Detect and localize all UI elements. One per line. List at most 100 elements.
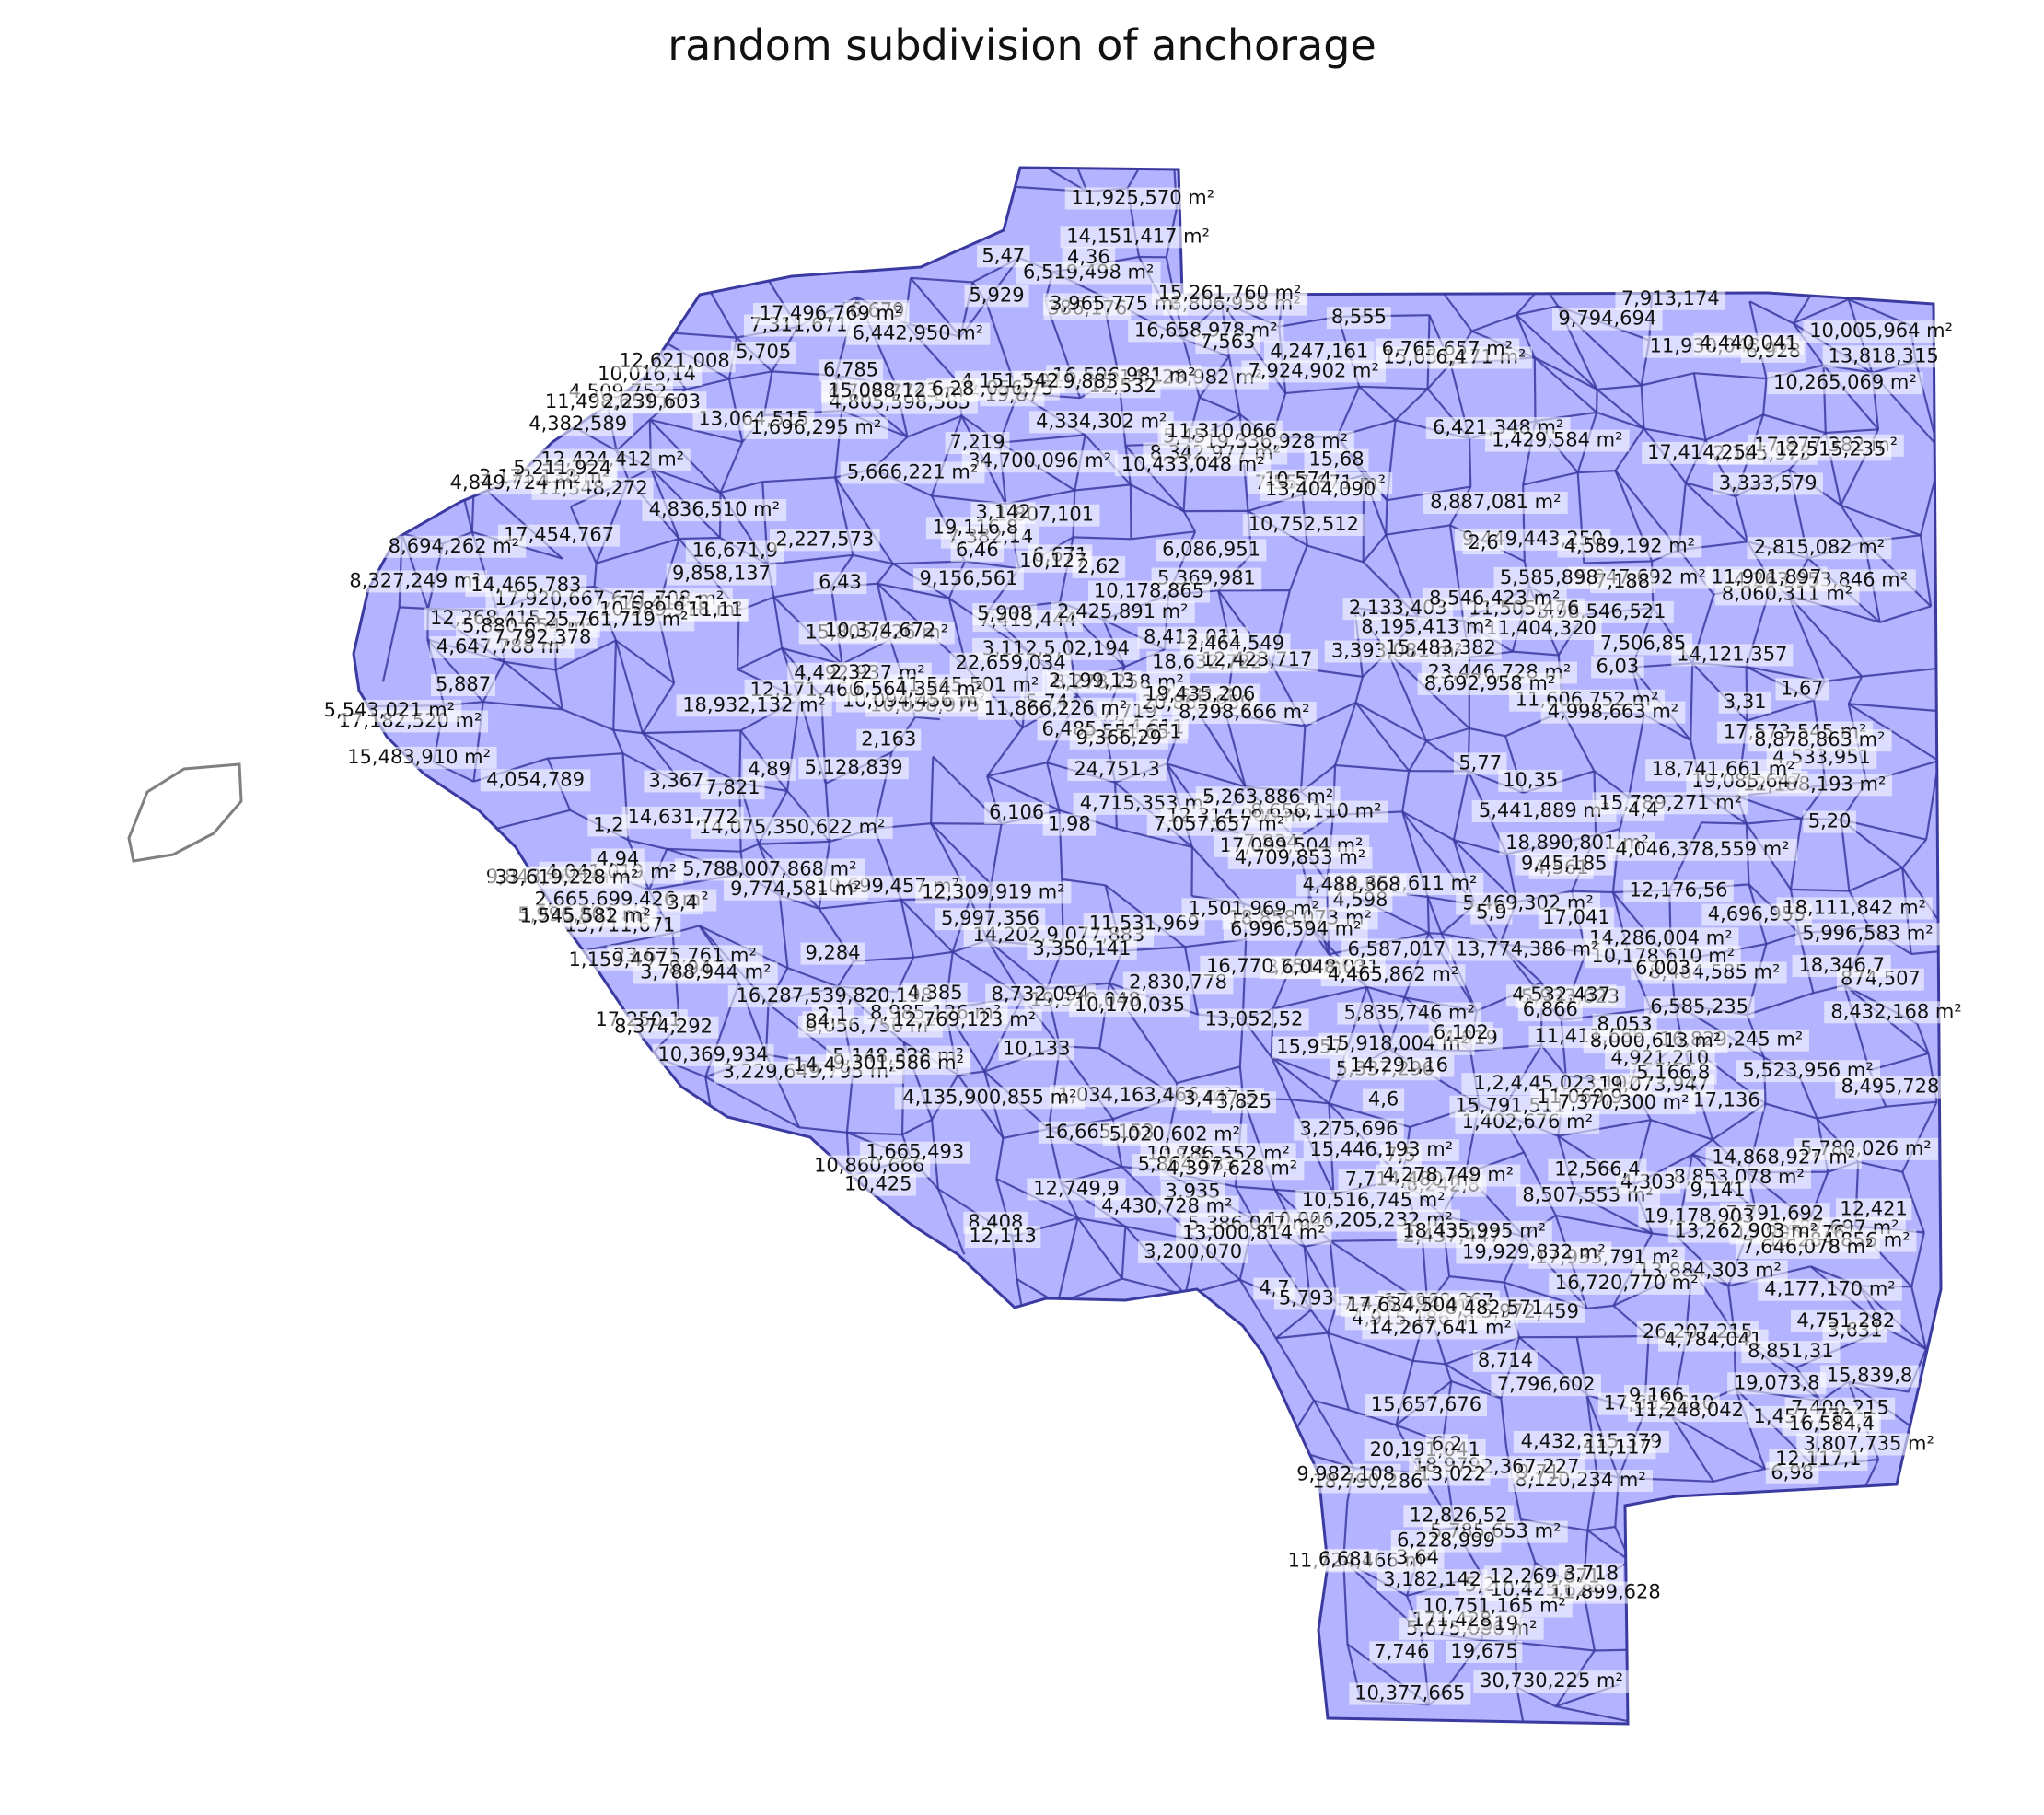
area-label: 8,887,081 m² [1423,491,1568,514]
cell-edge [907,414,962,438]
cell-edge [1426,897,1430,934]
area-label-text: 6,585,235 [1650,995,1748,1018]
area-label-text: 9,982,108 [1296,1463,1395,1485]
area-label: 12,309,919 m² [915,880,1072,904]
area-label-text: 7,913,174 [1621,287,1720,309]
area-label-text: 4,4 [1628,798,1658,820]
area-label-box [964,285,1029,308]
area-label-text: 16,671,9 [692,540,779,562]
area-label: 4,334,302 m² [1028,410,1174,434]
area-label: 5,585,898 [1493,566,1605,589]
area-labels: 17,573,545 m²3,393,081 m²26,207,2155,947… [317,187,1969,1705]
cell-edge [1448,1275,1504,1284]
area-label-text: 4,465,862 m² [1328,963,1458,985]
area-label-text: 13,404,090 [1265,478,1376,500]
area-label-text: 9,794,694 [1558,308,1656,330]
area-label: 10,752,512 [1242,513,1365,537]
area-label: 14,868,927 m² [1705,1146,1862,1169]
area-label: 5,128,839 [798,756,909,780]
area-label: 6,442,950 m² [845,322,991,345]
area-label: 4,6 [1363,1088,1405,1111]
area-label-text: 10,170,035 [1074,994,1185,1016]
area-label: 1,545,582 m² [513,904,658,928]
area-label-box [1727,1372,1827,1395]
area-label-box [1550,1092,1696,1115]
area-label-box [1379,637,1502,660]
area-label-text: 6,03 [1597,656,1640,678]
cell-edge [1762,413,1827,435]
cell-edge [1387,651,1428,742]
area-label: 5,263,886 m² [1195,785,1341,809]
cell-edge [1713,1468,1766,1483]
area-label-text: 6,46 [956,539,999,561]
cell-edge [1334,702,1357,766]
area-label-text: 1,67 [1781,677,1824,699]
area-label: 1,665,493 [860,1141,970,1164]
cell-edge [1512,650,1559,657]
area-label-text: 12,515,235 [1775,437,1886,460]
cell-edge [1310,1309,1329,1334]
cell-edge [1705,413,1764,441]
cell-edge [555,639,617,671]
cell-edge [1879,605,1932,623]
cell-edge [1848,703,1936,712]
area-label: 3,31 [1718,691,1772,714]
cell-edge [1640,385,1645,429]
area-label: 13,774,386 m² [1449,938,1606,961]
area-label: 84 [802,1010,833,1034]
area-label-text: 4,6 [1368,1088,1399,1111]
area-label: 6,106 [984,801,1050,825]
area-label: 1,501,969 m² [1181,897,1327,921]
area-label: 3,4 [661,891,703,915]
area-label: 9,156,561 [913,567,1024,591]
area-label-text: 5,211,924 [513,457,611,479]
area-label: 2,6 [1462,531,1504,555]
cell-edge [1886,1100,1937,1108]
area-label-text: 3,142 [975,501,1030,523]
cell-edge [1313,1399,1350,1412]
area-label: 6,4 [1430,346,1472,369]
area-label-text: 8,555 [1331,306,1387,328]
area-label-text: 5,543,021 m² [324,699,455,721]
area-label: 10,369,934 [652,1043,774,1066]
area-label-text: 4,36 [1067,246,1110,268]
cell-edge [728,370,772,380]
area-label-text: 3,718 [1563,1563,1619,1585]
area-label-text: 12,749,9 [1033,1177,1120,1199]
cell-edge [1307,544,1365,564]
area-label: 6,003 [1631,957,1696,981]
area-label: 12,566,4 [1548,1158,1647,1181]
area-label-text: 7,796,602 [1497,1373,1596,1395]
area-label: 4,397,628 m² [1159,1157,1305,1181]
area-label: 3,718 [1559,1563,1623,1586]
cell-edge [1643,427,1706,441]
cell-edge [1690,663,1694,741]
cell-edge [504,660,556,671]
cell-edge [901,1118,933,1136]
area-label: 19,929,832 m² [1456,1241,1612,1264]
area-label: 10,170,035 [1069,994,1190,1018]
cell-edge [1121,1226,1127,1279]
area-label: 17,496,769 m² [752,302,910,325]
cell-edge [1275,1332,1329,1340]
area-label-text: 3,367 [648,769,703,791]
area-label-text: 1,2 [593,813,623,835]
area-label-text: 15,261,760 m² [1158,282,1302,304]
area-label-text: 13,052,52 [1204,1008,1303,1030]
cell-edge [503,660,563,711]
area-label-text: 2,464,549 [1186,632,1284,654]
area-label: 12,826,52 [1403,1504,1514,1528]
area-label: 8,495,728 [1835,1076,1945,1099]
area-label-text: 22,659,034 [955,652,1065,674]
area-label-text: 30,730,225 m² [1480,1670,1623,1692]
cell-edge [593,563,598,588]
area-label-text: 8,878,863 m² [1754,728,1885,750]
area-label-text: 18,111,842 m² [1783,896,1926,918]
cell-edge [612,640,618,730]
area-label-text: 4,751,282 [1796,1309,1895,1332]
area-label: 8,878,863 m² [1747,728,1892,752]
cell-edge [482,701,563,711]
island-outline [127,762,243,863]
area-label-text: 3,182,142 [1383,1568,1481,1590]
area-label: 5,929 [964,284,1029,308]
